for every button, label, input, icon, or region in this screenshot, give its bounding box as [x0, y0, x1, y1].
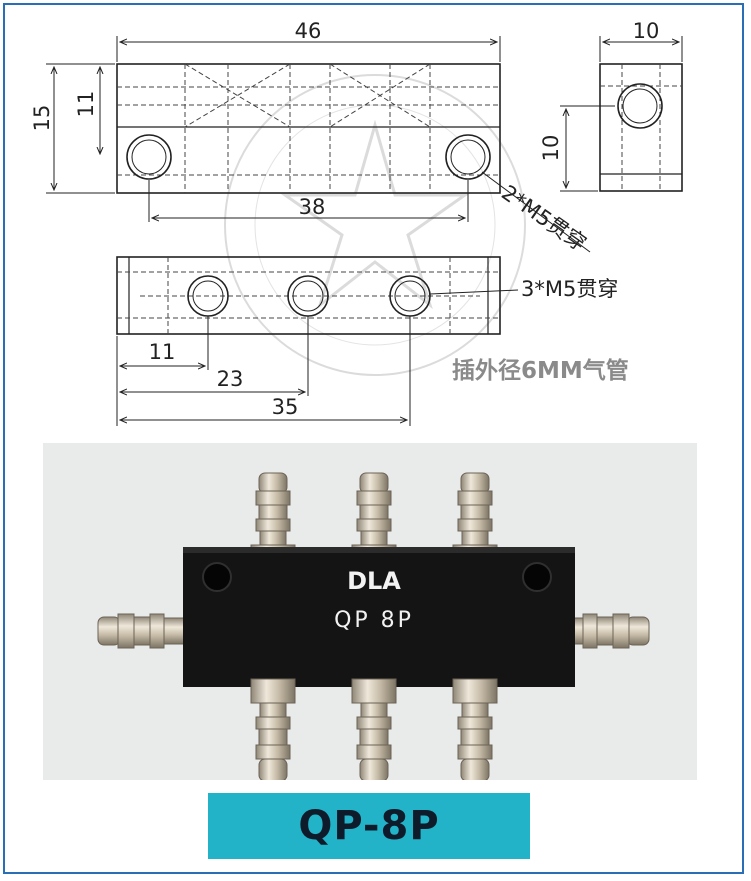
leader-mount-holes: [481, 171, 591, 253]
dim-length-label: 46: [295, 19, 322, 43]
leader-ports: [429, 289, 519, 295]
dim-height-total-label: 15: [30, 105, 54, 132]
dimension-hole-pitch: [148, 180, 469, 222]
bottom-fittings: [250, 678, 498, 780]
product-photo: DLA QP 8P: [43, 443, 697, 780]
note-ports: 3*M5贯穿: [521, 277, 618, 301]
dim-hole-pitch-label: 38: [299, 195, 326, 219]
front-view: [116, 63, 501, 194]
dimension-height: [46, 63, 115, 194]
dim-port3-label: 35: [272, 395, 299, 419]
model-mark: QP 8P: [334, 608, 414, 633]
dimension-length: [116, 36, 501, 62]
note-tube: 插外径6MM气管: [452, 357, 629, 384]
brand-mark: DLA: [347, 567, 401, 595]
note-mount-holes: 2*M5贯穿: [497, 180, 591, 255]
dim-port1-label: 11: [149, 340, 176, 364]
dimension-ports: [116, 316, 411, 426]
watermark-seal: [224, 74, 526, 376]
outer-frame: [3, 3, 744, 874]
manifold-block: [183, 547, 575, 687]
side-view: [599, 63, 683, 192]
product-label: QP-8P: [298, 803, 440, 849]
dim-port2-label: 23: [217, 367, 244, 391]
dim-height-inner-label: 11: [74, 91, 98, 118]
product-label-badge: QP-8P: [208, 793, 530, 859]
dim-side-width-label: 10: [633, 19, 660, 43]
dimension-side: [560, 36, 683, 192]
technical-drawing: 46 15 11 38 2*M5贯穿: [30, 19, 683, 426]
product-illustration: DLA QP 8P: [97, 472, 650, 780]
dim-side-height-label: 10: [539, 135, 563, 162]
